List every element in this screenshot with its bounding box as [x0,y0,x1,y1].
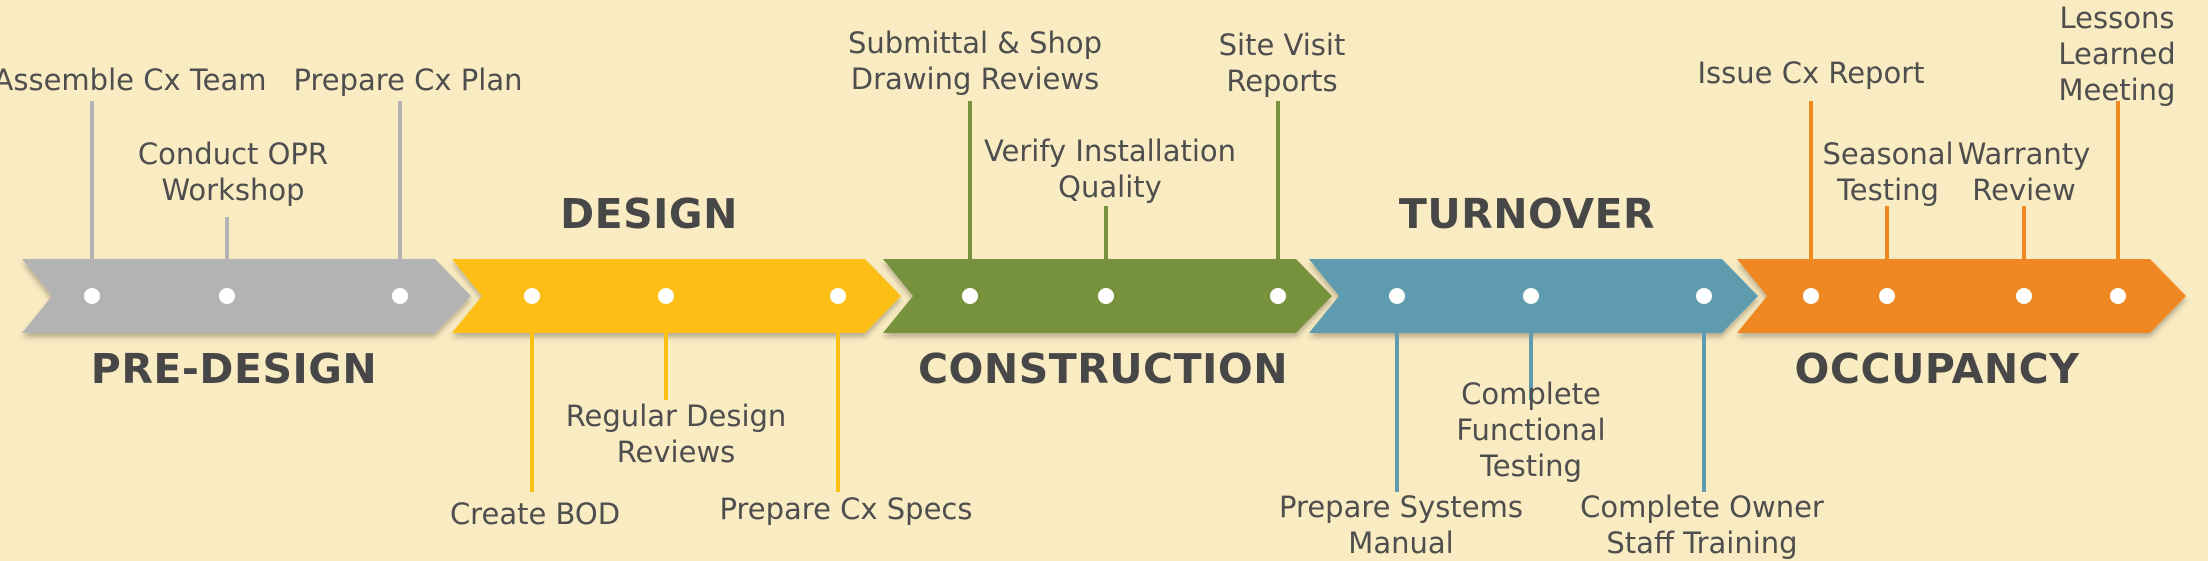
milestone-label-line: Learned [2058,37,2176,71]
milestone-dot [962,288,978,304]
phase-label: TURNOVER [1398,190,1656,238]
milestone-label: Create BOD [450,496,620,532]
milestone-label-line: Warranty [1957,137,2091,171]
milestone-label-line: Reports [1226,64,1338,98]
phase-label: CONSTRUCTION [917,345,1289,393]
milestone-label-line: Assemble Cx Team [0,63,267,97]
milestone-dot [1098,288,1114,304]
milestone-label-line: Quality [1058,170,1162,204]
phase-label: PRE-DESIGN [90,345,378,393]
milestone-label-line: Issue Cx Report [1697,56,1925,90]
milestone-label-line: Prepare Systems [1279,490,1523,524]
milestone-label-line: Staff Training [1606,526,1798,560]
milestone-label-line: Seasonal [1822,137,1954,171]
milestone-dot [1803,288,1819,304]
milestone-dot [658,288,674,304]
milestone-label-line: Verify Installation [983,134,1237,168]
milestone-label: Issue Cx Report [1698,55,1925,91]
milestone-label-line: Lessons [2059,1,2175,35]
milestone-label-line: Reviews [616,435,736,469]
milestone-dot [84,288,100,304]
milestone-dot [1523,288,1539,304]
phase-label: OCCUPANCY [1794,345,2080,393]
milestone-dot [1696,288,1712,304]
milestone-label-line: Drawing Reviews [850,62,1100,96]
milestone-label-line: Manual [1348,526,1454,560]
milestone-dot [2110,288,2126,304]
phase-arrow-pre-design [22,259,471,333]
milestone-label-line: Conduct OPR [137,137,329,171]
milestone-label-line: Prepare Cx Plan [293,63,523,97]
milestone-dot [524,288,540,304]
milestone-label-line: Testing [1837,173,1939,207]
phase-arrow-design [452,259,901,333]
milestone-label-line: Functional [1456,413,1606,447]
milestone-label: Prepare Cx Plan [294,62,523,98]
milestone-dot [2016,288,2032,304]
milestone-label-line: Review [1972,173,2076,207]
milestone-label-line: Complete Owner [1580,490,1824,524]
milestone-label-line: Submittal & Shop [847,26,1103,60]
milestone-label-line: Workshop [161,173,305,207]
milestone-label-line: Complete [1461,377,1601,411]
milestone-dot [219,288,235,304]
milestone-label-line: Site Visit [1218,28,1346,62]
milestone-label-line: Testing [1480,449,1582,483]
milestone-dot [1879,288,1895,304]
milestone-dot [392,288,408,304]
milestone-label-line: Create BOD [449,497,621,531]
milestone-dot [1270,288,1286,304]
milestone-dot [1389,288,1405,304]
milestone-dot [830,288,846,304]
milestone-label: Assemble Cx Team [0,62,266,98]
milestone-label-line: Meeting [2058,73,2176,107]
phase-label: DESIGN [560,190,738,238]
milestone-label-line: Regular Design [565,399,787,433]
milestone-label: Prepare Cx Specs [720,491,973,527]
phase-arrow-occupancy [1737,259,2186,333]
milestone-label-line: Prepare Cx Specs [719,492,973,526]
